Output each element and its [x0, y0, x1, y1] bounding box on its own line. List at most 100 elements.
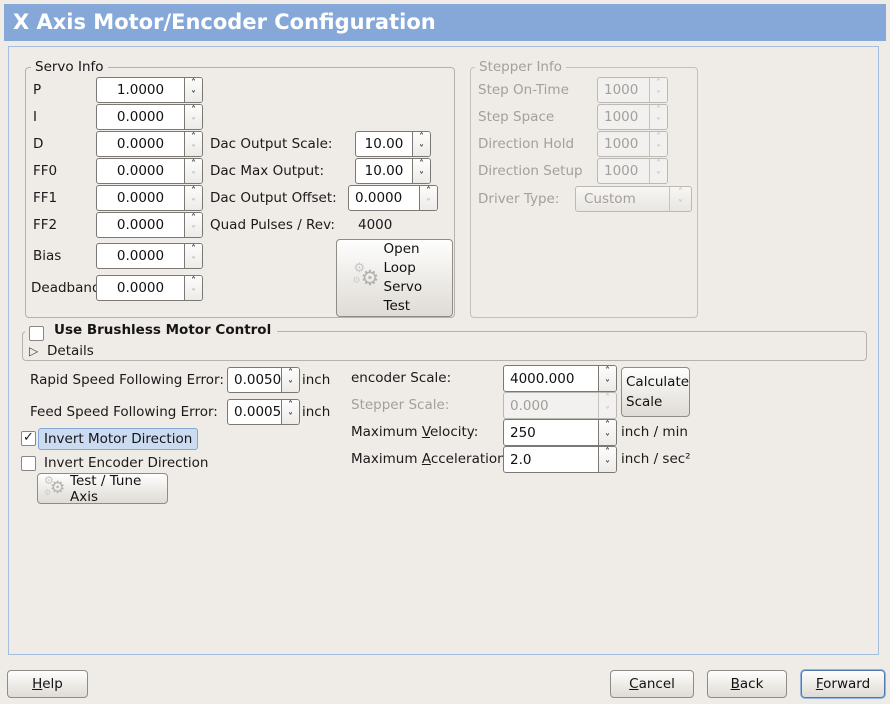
dac-output-scale-input[interactable]: 10.00 ˄˅ [355, 131, 431, 157]
spin-down-icon[interactable]: ˅ [191, 144, 196, 155]
spin-up-icon[interactable]: ˄ [419, 159, 424, 170]
spin-up-icon[interactable]: ˄ [191, 132, 196, 143]
details-expander-icon[interactable]: ▷ [29, 344, 39, 358]
invert-motor-checkbox[interactable]: ✓ [21, 431, 36, 446]
dac-output-offset-value[interactable]: 0.0000 [355, 190, 403, 206]
feed-error-spin-buttons[interactable]: ˄˅ [281, 400, 299, 424]
dac-output-offset-input[interactable]: 0.0000 ˄˅ [348, 185, 438, 211]
spin-up-icon[interactable]: ˄ [605, 366, 610, 378]
stepper-scale-input: 0.000 ˄˅ [503, 392, 617, 419]
spin-down-icon[interactable]: ˅ [605, 378, 610, 390]
spin-up-icon[interactable]: ˄ [605, 447, 610, 459]
d-spin-buttons[interactable]: ˄˅ [184, 132, 202, 156]
open-loop-test-button[interactable]: ⚙ ⚙ ⚙ Open Loop Servo Test [336, 239, 453, 317]
dac-output-offset-spin-buttons[interactable]: ˄˅ [419, 186, 437, 210]
dac-max-output-input[interactable]: 10.00 ˄˅ [355, 158, 431, 184]
spin-down-icon[interactable]: ˅ [191, 117, 196, 128]
max-velocity-spin-buttons[interactable]: ˄˅ [598, 420, 616, 445]
invert-motor-label[interactable]: Invert Motor Direction [38, 428, 199, 450]
encoder-scale-value[interactable]: 4000.000 [510, 370, 575, 387]
spin-up-icon[interactable]: ˄ [191, 78, 196, 89]
deadband-value[interactable]: 0.0000 [116, 280, 165, 296]
ff2-input[interactable]: 0.0000 ˄˅ [96, 212, 203, 238]
rapid-error-input[interactable]: 0.0050 ˄˅ [227, 367, 300, 393]
bias-input[interactable]: 0.0000 ˄˅ [96, 243, 203, 269]
rapid-error-value[interactable]: 0.0050 [234, 372, 281, 388]
spin-up-icon[interactable]: ˄ [288, 368, 293, 379]
spin-up-icon[interactable]: ˄ [191, 244, 196, 255]
spin-down-icon[interactable]: ˅ [191, 288, 196, 299]
max-acceleration-value[interactable]: 2.0 [510, 451, 532, 468]
ff0-value[interactable]: 0.0000 [116, 163, 165, 179]
ff1-spin-buttons[interactable]: ˄˅ [184, 186, 202, 210]
p-input[interactable]: 1.0000 ˄˅ [96, 77, 203, 103]
help-button[interactable]: Help [7, 670, 88, 698]
bias-spin-buttons[interactable]: ˄˅ [184, 244, 202, 268]
dac-output-scale-spin-buttons[interactable]: ˄˅ [412, 132, 430, 156]
spin-up-icon[interactable]: ˄ [191, 105, 196, 116]
dac-output-scale-value[interactable]: 10.00 [364, 136, 404, 152]
d-value[interactable]: 0.0000 [116, 136, 165, 152]
encoder-scale-spin-buttons[interactable]: ˄˅ [598, 366, 616, 391]
brushless-checkbox-label[interactable]: Use Brushless Motor Control [54, 322, 272, 338]
i-value[interactable]: 0.0000 [116, 109, 165, 125]
max-acceleration-spin-buttons[interactable]: ˄˅ [598, 447, 616, 472]
spin-down-icon[interactable]: ˅ [191, 225, 196, 236]
bias-value[interactable]: 0.0000 [116, 248, 165, 264]
spin-down-icon[interactable]: ˅ [191, 171, 196, 182]
feed-error-input[interactable]: 0.0005 ˄˅ [227, 399, 300, 425]
max-acceleration-input[interactable]: 2.0 ˄˅ [503, 446, 617, 473]
p-spin-buttons[interactable]: ˄˅ [184, 78, 202, 102]
rapid-error-spin-buttons[interactable]: ˄˅ [281, 368, 299, 392]
spin-down-icon[interactable]: ˅ [605, 432, 610, 444]
spin-down-icon[interactable]: ˅ [419, 144, 424, 155]
i-spin-buttons[interactable]: ˄˅ [184, 105, 202, 129]
details-expander-label[interactable]: Details [47, 343, 94, 359]
forward-button[interactable]: Forward [801, 670, 885, 698]
max-velocity-input[interactable]: 250 ˄˅ [503, 419, 617, 446]
ff0-input[interactable]: 0.0000 ˄˅ [96, 158, 203, 184]
spin-down-icon[interactable]: ˅ [288, 380, 293, 391]
spin-down-icon[interactable]: ˅ [191, 256, 196, 267]
max-velocity-value[interactable]: 250 [510, 424, 536, 441]
spin-up-icon[interactable]: ˄ [426, 186, 431, 197]
deadband-spin-buttons[interactable]: ˄˅ [184, 276, 202, 300]
spin-down-icon[interactable]: ˅ [426, 198, 431, 209]
brushless-checkbox[interactable]: ✓ [29, 326, 44, 341]
test-tune-axis-button[interactable]: ⚙ ⚙ ⚙ Test / Tune Axis [37, 473, 168, 505]
spin-up-icon[interactable]: ˄ [191, 276, 196, 287]
spin-up-icon[interactable]: ˄ [288, 400, 293, 411]
spin-down-icon[interactable]: ˅ [288, 412, 293, 423]
dac-max-output-spin-buttons[interactable]: ˄˅ [412, 159, 430, 183]
spin-down-icon: ˅ [656, 171, 661, 182]
cancel-button[interactable]: Cancel [610, 670, 694, 698]
deadband-label: Deadband [31, 280, 101, 296]
dac-output-scale-label: Dac Output Scale: [210, 136, 333, 152]
invert-encoder-label[interactable]: Invert Encoder Direction [44, 455, 209, 471]
encoder-scale-label: encoder Scale: [351, 370, 452, 386]
spin-down-icon[interactable]: ˅ [419, 171, 424, 182]
calculate-scale-button[interactable]: Calculate Scale [621, 367, 690, 417]
spin-up-icon[interactable]: ˄ [191, 159, 196, 170]
ff2-spin-buttons[interactable]: ˄˅ [184, 213, 202, 237]
spin-down-icon[interactable]: ˅ [191, 198, 196, 209]
ff0-spin-buttons[interactable]: ˄˅ [184, 159, 202, 183]
spin-up-icon[interactable]: ˄ [191, 213, 196, 224]
spin-up-icon[interactable]: ˄ [605, 420, 610, 432]
spin-down-icon[interactable]: ˅ [191, 90, 196, 101]
spin-up-icon[interactable]: ˄ [419, 132, 424, 143]
ff1-input[interactable]: 0.0000 ˄˅ [96, 185, 203, 211]
invert-encoder-checkbox[interactable]: ✓ [21, 456, 36, 471]
dac-max-output-value[interactable]: 10.00 [364, 163, 404, 179]
deadband-input[interactable]: 0.0000 ˄˅ [96, 275, 203, 301]
spin-up-icon[interactable]: ˄ [191, 186, 196, 197]
i-input[interactable]: 0.0000 ˄˅ [96, 104, 203, 130]
feed-error-value[interactable]: 0.0005 [234, 404, 281, 420]
p-value[interactable]: 1.0000 [116, 82, 165, 98]
encoder-scale-input[interactable]: 4000.000 ˄˅ [503, 365, 617, 392]
back-button[interactable]: Back [707, 670, 787, 698]
ff2-value[interactable]: 0.0000 [116, 217, 165, 233]
ff1-value[interactable]: 0.0000 [116, 190, 165, 206]
spin-down-icon[interactable]: ˅ [605, 459, 610, 471]
d-input[interactable]: 0.0000 ˄˅ [96, 131, 203, 157]
